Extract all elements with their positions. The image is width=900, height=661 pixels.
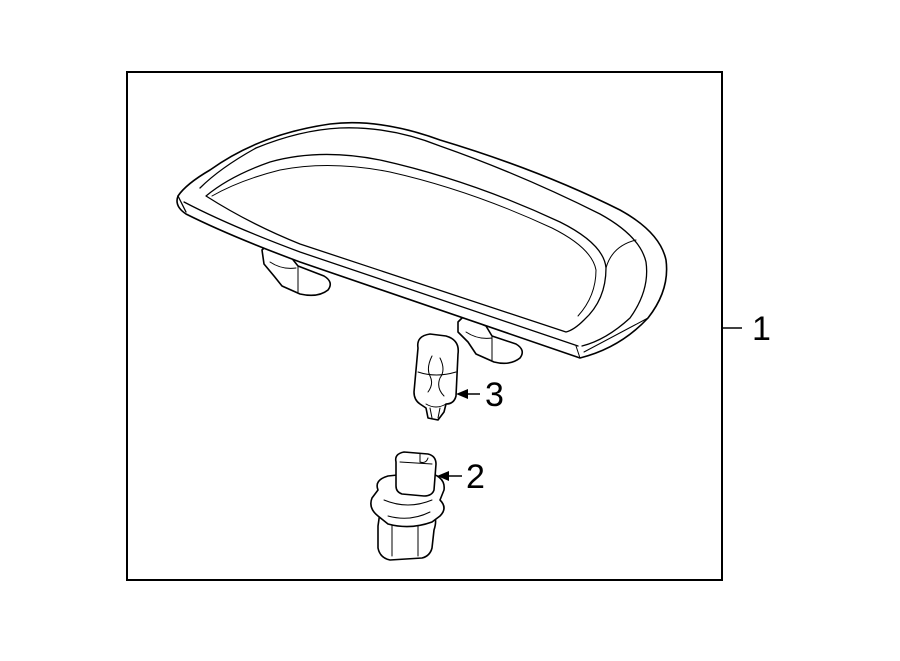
- bulb-part: [413, 333, 460, 421]
- callout-label-1: 1: [752, 310, 771, 348]
- callout-label-3: 3: [485, 376, 504, 414]
- lamp-housing-part: [176, 121, 668, 365]
- callout-1: 1: [722, 310, 771, 348]
- callout-2: 2: [437, 458, 485, 496]
- socket-part: [370, 451, 445, 561]
- callout-label-2: 2: [466, 458, 485, 496]
- callout-3: 3: [456, 376, 504, 414]
